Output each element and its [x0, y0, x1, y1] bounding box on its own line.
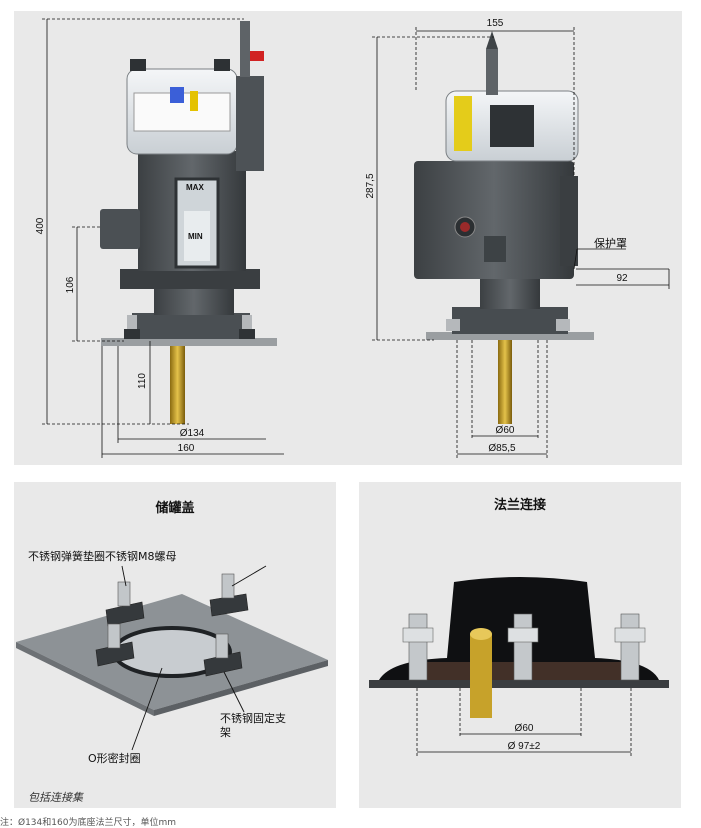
yellow-scale	[454, 96, 472, 151]
flange-illustration: 法兰连接 Ø60 Ø 97±2	[369, 497, 669, 756]
side-flange	[452, 307, 568, 334]
connection-set-caption: 包括连接集	[28, 791, 83, 804]
guard-label: 保护罩	[594, 236, 627, 250]
flange-plate	[369, 680, 669, 688]
dim-dia-134: Ø134	[180, 428, 205, 439]
side-view-dimensions	[372, 27, 670, 458]
bracket-label-line1: 不锈钢固定支	[220, 711, 286, 725]
dim-dia-85: Ø85,5	[488, 443, 516, 454]
probe-tube	[170, 346, 185, 424]
bracket-label-line2: 架	[220, 726, 231, 739]
technical-drawing-panel: MAX MIN 400 106 110 Ø134 160	[14, 11, 682, 465]
dim-height-106: 106	[65, 276, 76, 293]
o-ring-label: O形密封圈	[88, 751, 141, 765]
footer-note: 注：Ø134和160为底座法兰尺寸，单位mm	[0, 818, 176, 828]
flange-panel: 法兰连接 Ø60 Ø 97±2	[359, 482, 681, 808]
brackets	[95, 593, 249, 677]
min-label: MIN	[188, 232, 203, 241]
dim-width-155: 155	[487, 18, 504, 29]
dim-dia-60: Ø60	[496, 425, 515, 436]
valve-handle	[250, 51, 264, 61]
tank-lid-title: 储罐盖	[154, 500, 194, 516]
dim-width-160: 160	[178, 443, 195, 454]
side-view-unit	[414, 31, 594, 424]
tank-lid-panel: 储罐盖 不锈钢弹簧垫圈不锈钢M8螺母 不锈钢固定支 架 O形密封圈 包括连接集	[14, 482, 336, 808]
dim-height-400: 400	[35, 217, 46, 234]
bolts	[107, 573, 235, 659]
flange-dim-dia-97: Ø 97±2	[508, 741, 541, 752]
front-view-unit: MAX MIN	[100, 21, 277, 424]
dim-height-110: 110	[137, 373, 148, 389]
washer-nut-label: 不锈钢弹簧垫圈不锈钢M8螺母	[28, 549, 177, 563]
dim-height-287: 287,5	[365, 173, 376, 198]
side-column	[236, 76, 264, 171]
dimension-drawing: MAX MIN 400 106 110 Ø134 160	[35, 18, 670, 458]
flange-dim-dia-60: Ø60	[515, 723, 534, 734]
front-view-dimensions	[42, 18, 284, 458]
cable-gland	[100, 209, 140, 249]
base-plate	[101, 338, 277, 346]
flange-nuts	[402, 627, 646, 643]
max-label: MAX	[186, 183, 204, 192]
tank-lid-illustration: 储罐盖 不锈钢弹簧垫圈不锈钢M8螺母 不锈钢固定支 架 O形密封圈	[16, 500, 328, 765]
probe	[470, 634, 492, 718]
dim-length-92: 92	[616, 273, 628, 284]
side-probe-tube	[498, 340, 512, 424]
mount-ring	[120, 269, 260, 289]
side-base-plate	[426, 332, 594, 340]
side-body	[414, 161, 574, 279]
flange-block	[132, 313, 250, 339]
flange-title: 法兰连接	[494, 497, 546, 513]
